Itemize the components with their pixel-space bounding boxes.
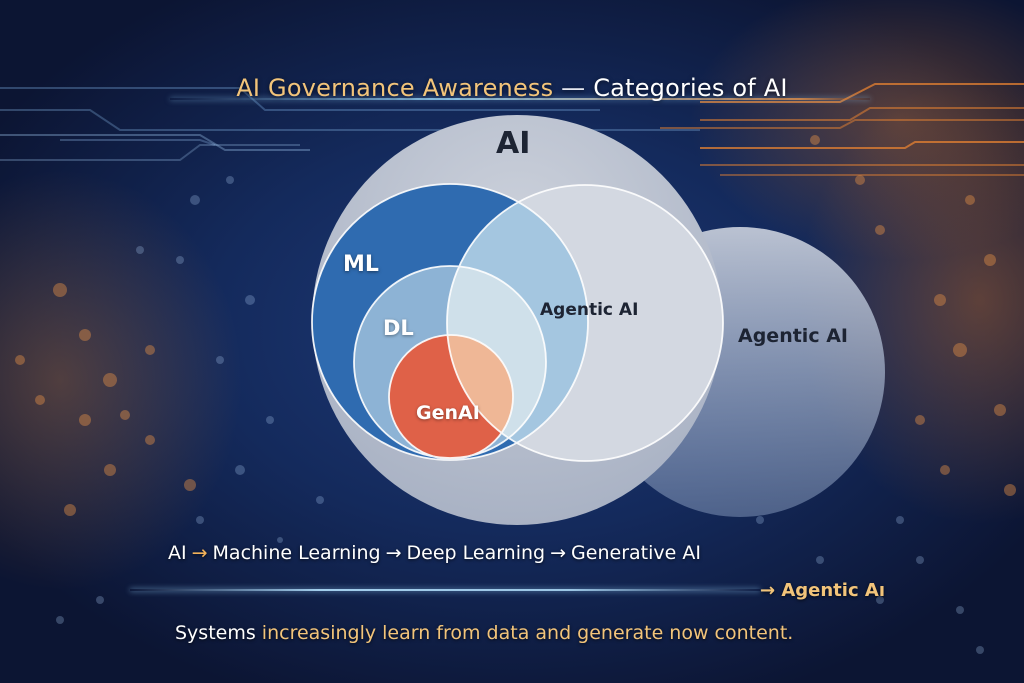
flow-step-agentic: → Agentic Aı — [760, 580, 885, 601]
summary-rest: increasingly learn from data and generat… — [261, 622, 794, 644]
flow-step-genai: Generative AI — [571, 542, 701, 564]
agentic-ai-outer-label: Agentic AI — [738, 325, 848, 347]
title-separator: — — [561, 74, 586, 103]
arrow-icon: → — [191, 542, 208, 564]
arrow-icon: → — [385, 542, 402, 564]
page-title: AI Governance Awareness — Categories of … — [0, 74, 1024, 102]
flow-step-dl: Deep Learning — [406, 542, 546, 564]
genai-label: GenAI — [416, 402, 480, 424]
summary-text: Systems increasingly learn from data and… — [175, 622, 793, 644]
arrow-icon: → — [550, 542, 567, 564]
dl-label: DL — [383, 316, 414, 340]
flow-step-ml: Machine Learning — [212, 542, 381, 564]
ai-label: AI — [496, 126, 531, 161]
flow-step-ai: AI — [168, 542, 187, 564]
title-highlight: AI Governance Awareness — [236, 74, 554, 103]
ml-label: ML — [343, 252, 379, 277]
progression-flow: AI→Machine Learning→Deep Learning→Genera… — [168, 542, 701, 564]
agentic-ai-inner-label: Agentic AI — [540, 300, 639, 320]
divider — [130, 589, 760, 591]
summary-lead: Systems — [175, 622, 256, 644]
title-rest: Categories of AI — [593, 74, 788, 103]
title-underline — [170, 98, 870, 100]
